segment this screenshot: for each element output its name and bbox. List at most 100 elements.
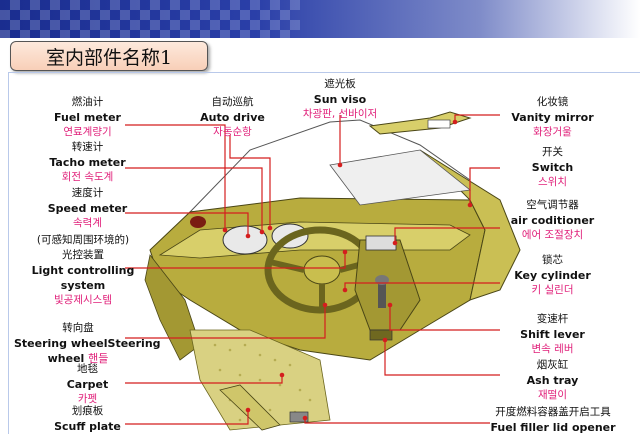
auto-drive-cn: 自动巡航	[211, 96, 254, 108]
speaker-grille	[190, 216, 206, 228]
light-control-en1: Light controlling	[31, 264, 135, 277]
shift-lever-ko: 변속 레버	[531, 343, 574, 355]
label-vanity-mirror: 化妆镜 Vanity mirror 화장거울	[505, 95, 600, 140]
ash-tray-ko: 재떨이	[538, 389, 567, 401]
steering-wheel-en1: Steering wheelSteering	[14, 337, 161, 350]
label-fuel-meter: 燃油计 Fuel meter 연료계량기	[40, 95, 135, 140]
tacho-meter-ko: 회전 속도계	[61, 171, 114, 183]
header-banner	[0, 0, 640, 38]
steering-wheel-ko: 핸들	[88, 352, 109, 365]
shift-lever-en: Shift lever	[520, 328, 585, 341]
pointer-fuel-filler	[304, 418, 490, 424]
key-cylinder-en: Key cylinder	[514, 269, 591, 282]
fuel-meter-en: Fuel meter	[54, 111, 121, 124]
pointer-light-control	[125, 252, 346, 269]
shift-lever-shape	[378, 280, 386, 308]
air-conditioner-en: air coditioner	[510, 214, 595, 227]
pointer-shift-lever	[389, 305, 500, 331]
carpet-ko: 카펫	[77, 393, 98, 405]
label-carpet: 地毯 Carpet 카펫	[40, 362, 135, 407]
air-conditioner-ko: 에어 조절장치	[521, 229, 584, 241]
ash-tray-en: Ash tray	[526, 374, 579, 387]
pointer-ash-tray	[384, 340, 500, 376]
tacho-meter-en: Tacho meter	[49, 156, 126, 169]
light-control-cn1: (可感知周围环境的)	[36, 234, 130, 246]
label-switch: 开关 Switch 스위치	[505, 145, 600, 190]
header-pattern	[0, 0, 300, 38]
label-sun-visor: 遮光板 Sun viso 차광판, 선바이저	[300, 77, 380, 122]
scuff-plate-cn: 划痕板	[71, 405, 104, 417]
pointer-scuff-plate	[125, 410, 249, 425]
steering-wheel-en2: wheel	[47, 352, 85, 365]
ash-tray-cn: 烟灰缸	[536, 359, 569, 371]
air-vent	[365, 235, 397, 251]
sun-visor-shape	[368, 111, 472, 135]
label-steering-wheel: 转向盘 Steering wheelSteering wheel 핸들	[14, 321, 161, 366]
sun-visor-ko: 차광판, 선바이저	[302, 108, 378, 120]
pointer-air-conditioner	[394, 227, 500, 243]
page-title: 室内部件名称1	[45, 46, 173, 69]
steering-hub	[303, 255, 341, 285]
switch-cn: 开关	[542, 146, 563, 158]
auto-drive-ko: 자동순항	[213, 126, 252, 138]
label-scuff-plate: 划痕板 Scuff plate	[40, 404, 135, 434]
title-box: 室内部件名称1	[10, 41, 208, 71]
pointer-steering-wheel	[125, 305, 326, 339]
pointer-dots	[222, 119, 473, 421]
tacho-meter-cn: 转速计	[71, 141, 104, 153]
auto-drive-en: Auto drive	[200, 111, 265, 124]
pointer-vanity-mirror	[454, 114, 500, 122]
vanity-mirror-shape	[427, 119, 451, 129]
label-air-conditioner: 空气调节器 air coditioner 에어 조절장치	[505, 198, 600, 243]
label-ash-tray: 烟灰缸 Ash tray 재떨이	[505, 358, 600, 403]
pointer-switch	[469, 167, 500, 205]
fuel-filler-cn: 开度燃料容器盖开启工具	[495, 406, 611, 418]
lower-left-panel	[144, 254, 201, 361]
ash-tray-shape	[369, 329, 393, 341]
speed-meter-en: Speed meter	[47, 202, 128, 215]
pointer-auto-drive	[229, 135, 271, 228]
sun-visor-cn: 遮光板	[324, 78, 356, 90]
vanity-mirror-cn: 化妆镜	[536, 96, 569, 108]
pointer-lines	[125, 114, 500, 425]
label-speed-meter: 速度计 Speed meter 속력계	[40, 186, 135, 231]
carpet-cn: 地毯	[77, 363, 98, 375]
label-key-cylinder: 锁芯 Key cylinder 키 실린더	[505, 253, 600, 298]
speed-meter-ko: 속력계	[73, 217, 102, 229]
shift-lever-cn: 变速杆	[536, 313, 569, 325]
steering-wheel-cn: 转向盘	[62, 322, 94, 334]
label-auto-drive: 自动巡航 Auto drive 자동순항	[195, 95, 270, 140]
label-fuel-filler: 开度燃料容器盖开启工具 Fuel filler lid opener	[478, 405, 628, 435]
light-control-ko: 빛공제시스템	[54, 294, 112, 306]
carpet-en: Carpet	[66, 378, 109, 391]
label-shift-lever: 变速杆 Shift lever 변속 레버	[505, 312, 600, 357]
fuel-opener-shape	[289, 411, 309, 423]
switch-en: Switch	[531, 161, 574, 174]
vanity-mirror-ko: 화장거울	[533, 126, 572, 138]
speedometer-gauge	[222, 225, 268, 255]
key-cylinder-cn: 锁芯	[542, 254, 563, 266]
fuel-meter-ko: 연료계량기	[63, 126, 112, 138]
pointer-fuel-meter	[125, 124, 226, 230]
light-control-en2: system	[60, 279, 106, 292]
switch-ko: 스위치	[538, 176, 567, 188]
pointer-key-cylinder	[344, 282, 500, 290]
vanity-mirror-en: Vanity mirror	[511, 111, 594, 124]
key-cylinder-ko: 키 실린더	[531, 284, 574, 296]
label-tacho-meter: 转速计 Tacho meter 회전 속도계	[40, 140, 135, 185]
pointer-speed-meter	[125, 212, 249, 236]
scuff-plate-en: Scuff plate	[54, 420, 121, 433]
fuel-filler-en: Fuel filler lid opener	[490, 421, 616, 434]
pointer-tacho-meter	[125, 167, 263, 232]
pointer-carpet	[125, 375, 283, 384]
light-control-cn2: 光控装置	[62, 249, 104, 261]
frame-top-line	[8, 72, 640, 73]
label-light-control: (可感知周围环境的) 光控装置 Light controlling system…	[28, 233, 138, 308]
steering-wheel-line2: wheel 핸들	[14, 351, 142, 366]
speed-meter-cn: 速度计	[71, 187, 104, 199]
door-panel	[419, 149, 521, 301]
sun-visor-en: Sun viso	[313, 93, 367, 106]
frame-left-line	[8, 72, 9, 434]
fuel-meter-cn: 燃油计	[71, 96, 104, 108]
